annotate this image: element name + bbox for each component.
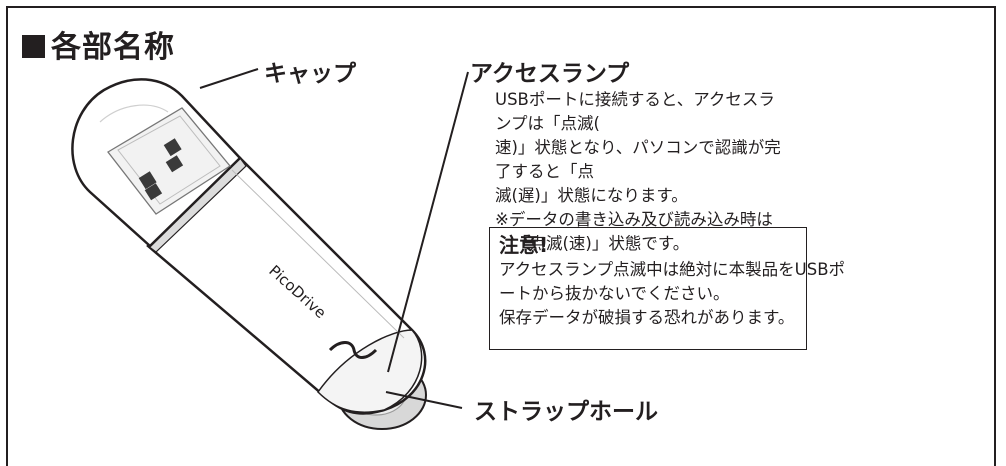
- section-title: 各部名称: [22, 22, 175, 66]
- description-line: USBポートに接続すると、アクセスランプは「点滅(: [495, 90, 775, 133]
- caution-box: 注意! アクセスランプ点滅中は絶対に本製品をUSBポ ートから抜かないでください…: [489, 227, 846, 350]
- description-line: 速)」状態となり、パソコンで認識が完了すると「点: [495, 138, 781, 181]
- caution-title: 注意!: [499, 233, 549, 257]
- section-title-text: 各部名称: [51, 30, 175, 65]
- label-strap-hole: ストラップホール: [474, 399, 658, 425]
- caution-line: ートから抜かないでください。: [499, 284, 730, 303]
- description-note: ※データの書き込み及び読み込み時は「点滅(速)」状態です。: [495, 210, 773, 253]
- connector-contact: [138, 171, 157, 190]
- strap-hole-leader-line: [385, 391, 463, 409]
- drive-body: [146, 156, 427, 415]
- access-lamp-leader-line: [387, 71, 469, 373]
- cap-leader-line: [199, 68, 259, 89]
- caution-line: 保存データが破損する恐れがあります。: [499, 308, 795, 327]
- logo-swoosh-icon: [328, 341, 378, 359]
- caution-line: アクセスランプ点滅中は絶対に本製品をUSBポ: [499, 260, 846, 279]
- label-cap: キャップ: [264, 61, 356, 87]
- caution-body: アクセスランプ点滅中は絶対に本製品をUSBポ ートから抜かないでください。 保存…: [499, 258, 846, 330]
- connector-contact: [165, 155, 184, 173]
- usb-connector: [107, 107, 231, 215]
- label-access-lamp: アクセスランプ: [470, 61, 630, 87]
- description-line: 滅(遅)」状態になります。: [495, 186, 688, 205]
- connector-contact: [163, 138, 182, 157]
- black-square-icon: [22, 35, 45, 58]
- connector-contact: [144, 183, 163, 201]
- lamp-description: USBポートに接続すると、アクセスランプは「点滅( 速)」状態となり、パソコンで…: [495, 88, 785, 256]
- figure-frame: [6, 6, 996, 466]
